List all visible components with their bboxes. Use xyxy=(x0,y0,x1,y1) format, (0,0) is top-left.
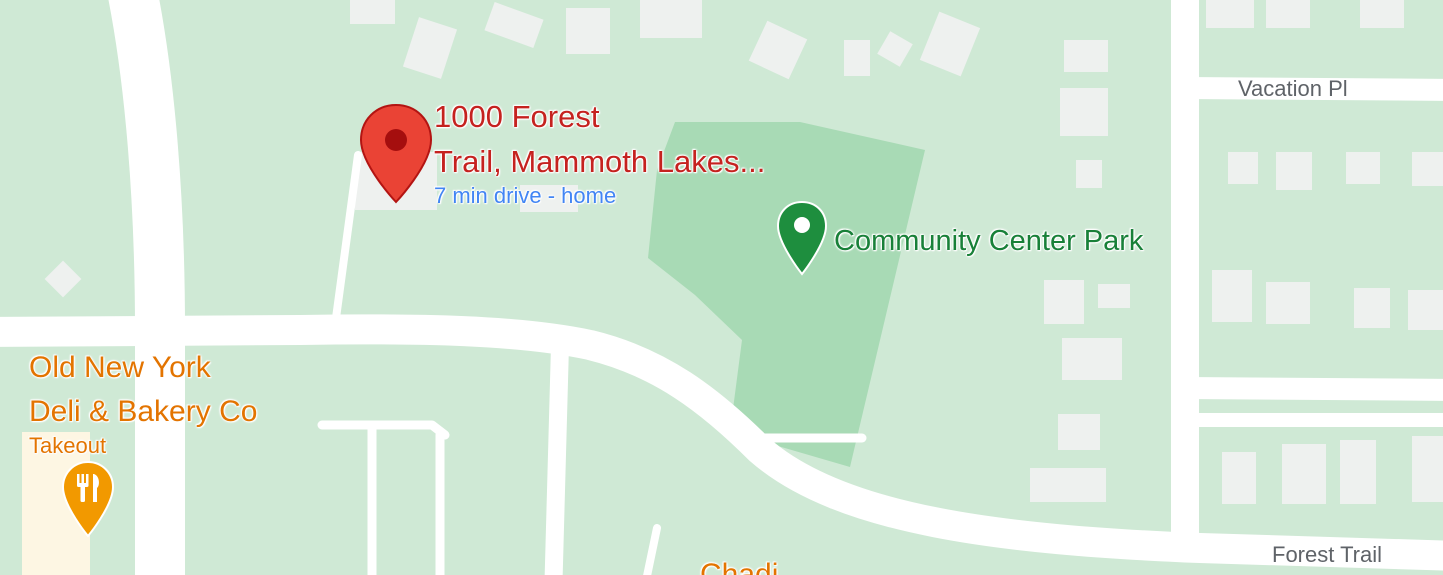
restaurant-name-line2[interactable]: Deli & Bakery Co xyxy=(29,395,258,428)
selected-place-title-line2[interactable]: Trail, Mammoth Lakes... xyxy=(434,144,766,179)
green-park-pin-icon[interactable] xyxy=(776,200,828,276)
restaurant-service-label: Takeout xyxy=(29,433,107,458)
selected-place-title-line1[interactable]: 1000 Forest xyxy=(434,99,600,134)
drive-time-info[interactable]: 7 min drive - home xyxy=(434,183,617,208)
restaurant-fork-knife-icon[interactable] xyxy=(61,460,115,538)
partial-place-label[interactable]: Chadi xyxy=(700,558,779,575)
park-area[interactable] xyxy=(648,122,925,467)
street-label-vacation-pl: Vacation Pl xyxy=(1238,76,1348,101)
park-name-label[interactable]: Community Center Park xyxy=(834,225,1144,257)
street-label-forest-trail: Forest Trail xyxy=(1272,542,1383,567)
buildings xyxy=(44,0,1443,504)
red-location-pin-icon[interactable] xyxy=(358,103,434,205)
restaurant-name-line1[interactable]: Old New York xyxy=(29,351,211,384)
